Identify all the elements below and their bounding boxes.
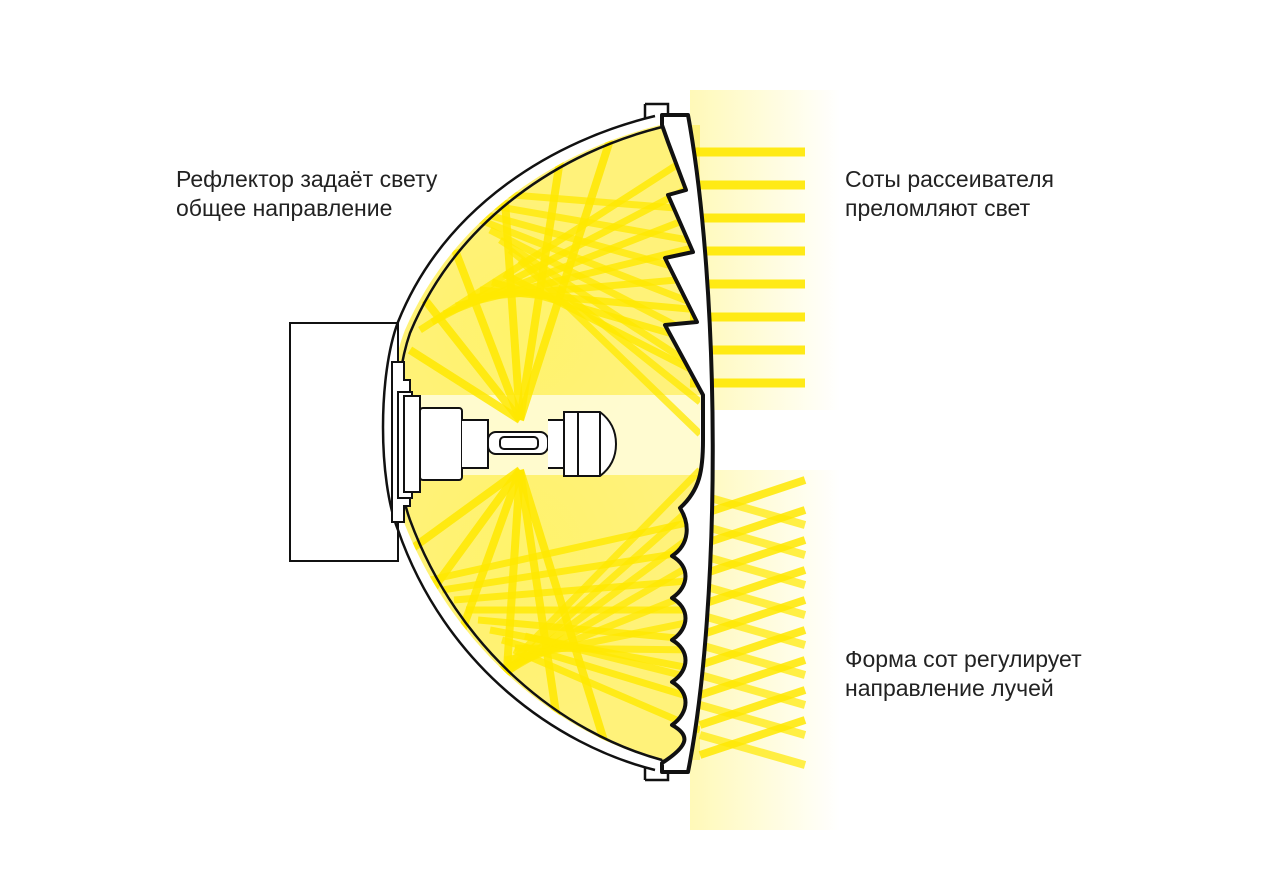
label-reflector-line1: Рефлектор задаёт свету xyxy=(176,165,437,194)
label-shape-line1: Форма сот регулирует xyxy=(845,645,1082,674)
label-diffuser-cells: Соты рассеивателя преломляют свет xyxy=(845,165,1054,223)
label-shape-line2: направление лучей xyxy=(845,674,1082,703)
label-cells-line1: Соты рассеивателя xyxy=(845,165,1054,194)
mount-block xyxy=(290,323,398,561)
label-reflector-line2: общее направление xyxy=(176,194,437,223)
label-reflector: Рефлектор задаёт свету общее направление xyxy=(176,165,437,223)
light-ray xyxy=(515,648,700,650)
label-cell-shape: Форма сот регулирует направление лучей xyxy=(845,645,1082,703)
label-cells-line2: преломляют свет xyxy=(845,194,1054,223)
